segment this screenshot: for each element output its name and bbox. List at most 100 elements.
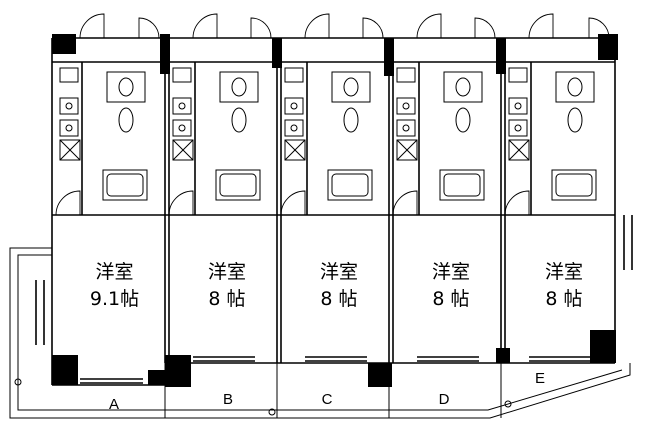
burner-icon	[65, 102, 73, 110]
room-type-label: 洋室	[545, 261, 583, 283]
toilet-room	[106, 71, 146, 103]
bathtub-inner	[331, 173, 369, 197]
bathtub-inner	[555, 173, 593, 197]
wall-column	[272, 38, 282, 68]
wall-column	[148, 370, 168, 385]
stove-fixture	[59, 119, 79, 137]
toilet-room	[443, 71, 483, 103]
burner-icon	[402, 124, 410, 132]
sink-fixture	[396, 67, 416, 83]
drain-icon	[268, 408, 276, 416]
stove-fixture	[284, 97, 304, 115]
wall-column	[52, 34, 76, 54]
wall-column	[160, 34, 170, 74]
burner-icon	[514, 102, 522, 110]
burner-icon	[290, 124, 298, 132]
stove-fixture	[508, 97, 528, 115]
washer-mark	[396, 139, 418, 161]
washer-space	[396, 139, 418, 161]
balcony	[9, 247, 631, 419]
drain-icon	[504, 400, 512, 408]
bathtub-inner	[106, 173, 144, 197]
washbasin-icon	[567, 107, 583, 133]
burner-icon	[178, 124, 186, 132]
washbasin-icon	[343, 107, 359, 133]
closet-door	[474, 17, 496, 39]
unit-label: A	[109, 396, 119, 413]
bathtub-inner	[219, 173, 257, 197]
sink-fixture	[59, 67, 79, 83]
toilet-icon	[118, 77, 134, 97]
bathtub	[551, 169, 597, 201]
washer-space	[59, 139, 81, 161]
entry-door	[304, 13, 330, 39]
wall-columns	[52, 34, 618, 387]
fixtures	[59, 67, 597, 201]
bathtub	[102, 169, 148, 201]
washer-space	[172, 139, 194, 161]
bathtub	[215, 169, 261, 201]
toilet-icon	[343, 77, 359, 97]
room-door	[280, 190, 306, 216]
closet-door	[362, 17, 384, 39]
wall-column	[52, 355, 78, 385]
wall-column	[496, 348, 510, 363]
burner-icon	[65, 124, 73, 132]
walls	[35, 37, 633, 386]
balcony-inner	[17, 254, 623, 411]
bathtub	[439, 169, 485, 201]
toilet-room	[331, 71, 371, 103]
stove-fixture	[508, 119, 528, 137]
stove-fixture	[284, 119, 304, 137]
unit-label: D	[439, 391, 450, 408]
toilet-room	[219, 71, 259, 103]
bathtub	[327, 169, 373, 201]
sink-fixture	[284, 67, 304, 83]
stove-fixture	[59, 97, 79, 115]
bathtub-inner	[443, 173, 481, 197]
room-type-label: 洋室	[95, 261, 133, 283]
washer-mark	[172, 139, 194, 161]
wall-column	[496, 38, 506, 74]
toilet-icon	[455, 77, 471, 97]
room-size-label: 8 帖	[432, 288, 469, 310]
unit-label: B	[223, 391, 233, 408]
room-size-label: 8 帖	[320, 288, 357, 310]
washer-mark	[59, 139, 81, 161]
wall-column	[368, 363, 392, 387]
entry-door	[416, 13, 442, 39]
room-type-label: 洋室	[320, 261, 358, 283]
balcony-rail	[9, 247, 631, 419]
drain-icon	[14, 378, 22, 386]
washbasin-icon	[455, 107, 471, 133]
room-door	[55, 190, 81, 216]
room-size-label: 8 帖	[545, 288, 582, 310]
room-size-label: 9.1帖	[90, 288, 139, 310]
room-door	[392, 190, 418, 216]
closet-door	[138, 17, 160, 39]
entry-door	[528, 13, 554, 39]
stove-fixture	[396, 97, 416, 115]
toilet-icon	[567, 77, 583, 97]
room-type-label: 洋室	[432, 261, 470, 283]
washbasin-icon	[118, 107, 134, 133]
closet-door	[588, 17, 610, 39]
unit-label: C	[322, 391, 333, 408]
wall-column	[165, 355, 191, 387]
sink-fixture	[508, 67, 528, 83]
washer-space	[508, 139, 530, 161]
wall-column	[590, 330, 616, 363]
washbasin-icon	[231, 107, 247, 133]
burner-icon	[514, 124, 522, 132]
doors	[55, 13, 610, 216]
entry-door	[192, 13, 218, 39]
room-size-label: 8 帖	[208, 288, 245, 310]
stove-fixture	[396, 119, 416, 137]
sink-fixture	[172, 67, 192, 83]
entry-door	[79, 13, 105, 39]
wall-column	[598, 34, 618, 60]
room-door	[504, 190, 530, 216]
washer-mark	[284, 139, 306, 161]
wall-column	[384, 38, 394, 76]
